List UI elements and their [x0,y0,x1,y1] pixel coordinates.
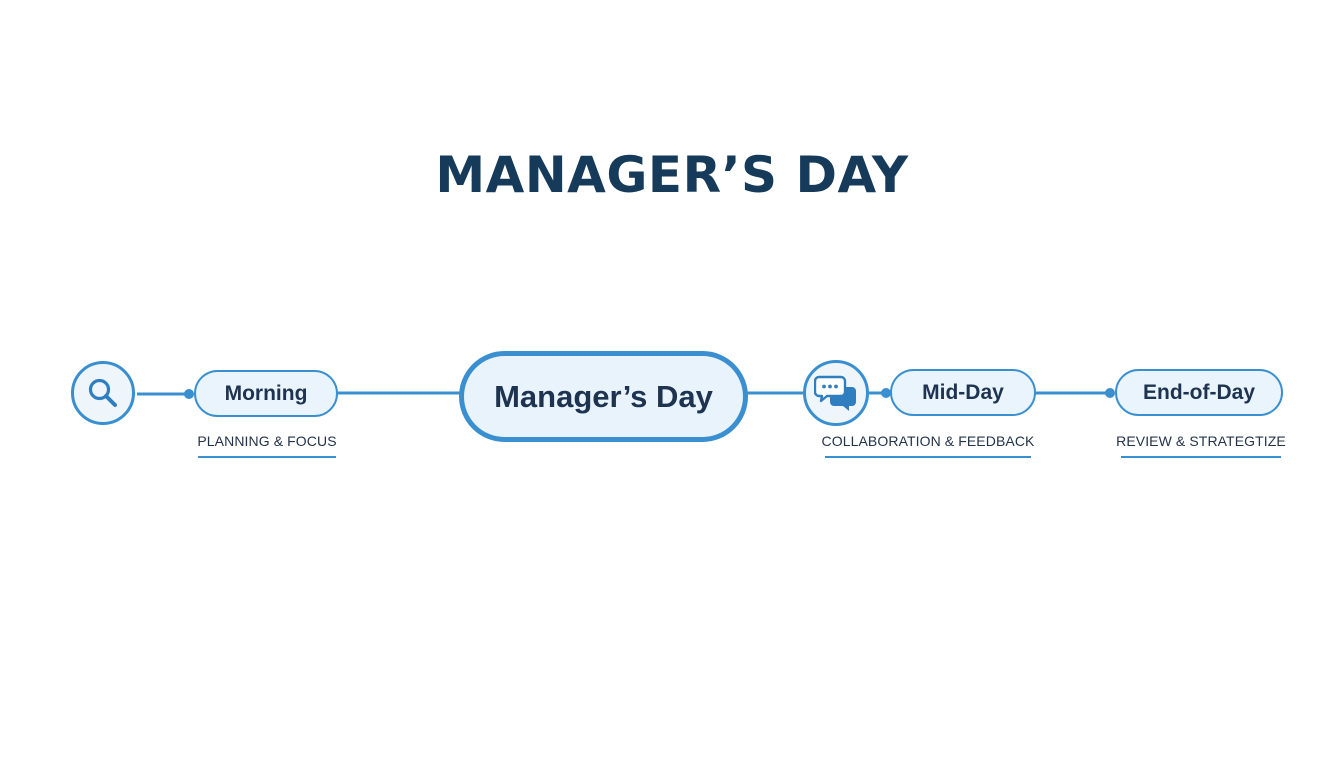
phase-caption-midday: COLLABORATION & FEEDBACK [821,433,1035,449]
connector-dot-morning [184,389,194,399]
diagram-title: MANAGER’S DAY [435,146,909,204]
connector-dot-midday [881,388,891,398]
phase-pill-morning: Morning [194,370,338,417]
phase-caption-endofday: REVIEW & STRATEGTIZE [1116,433,1286,449]
phase-pill-midday: Mid-Day [890,369,1036,416]
phase-label-endofday: End-of-Day [1143,380,1255,404]
center-node: Manager’s Day [459,351,748,442]
search-icon [88,378,117,407]
center-node-label: Manager’s Day [494,378,713,414]
phase-underline-morning [198,456,336,458]
phase-caption-morning: PLANNING & FOCUS [197,433,337,449]
phase-pill-endofday: End-of-Day [1115,369,1283,416]
midday-icon-circle [803,360,869,426]
connector-dot-endofday [1105,388,1115,398]
phase-underline-midday [825,456,1031,458]
morning-icon-circle [71,361,135,425]
phase-label-morning: Morning [224,381,308,405]
phase-label-midday: Mid-Day [922,380,1004,404]
chat-bubbles-icon [814,375,856,411]
phase-underline-endofday [1121,456,1281,458]
